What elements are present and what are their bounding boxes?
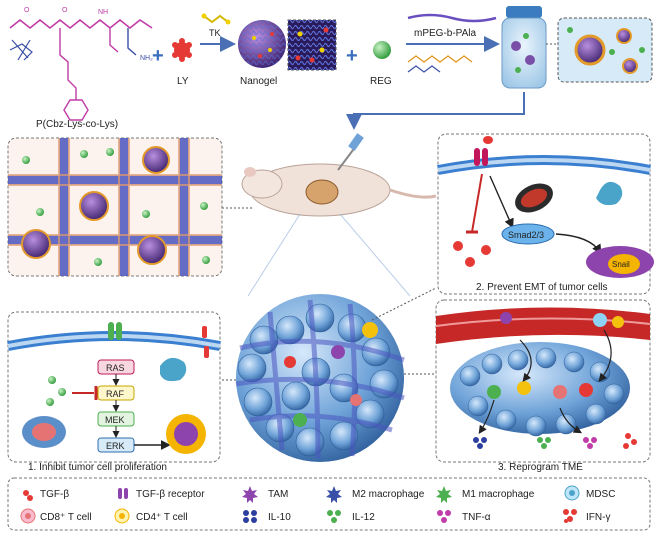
cd4-t-cell-icon — [114, 508, 130, 524]
svg-text:MEK: MEK — [105, 415, 125, 425]
reg-label: REG — [370, 76, 392, 87]
legend-label-il10: IL-10 — [268, 512, 291, 523]
legend-label-tgf-receptor: TGF-β receptor — [136, 489, 205, 500]
proliferation-panel: RAS RAF MEK ERK 1. Inhibit tumor cell pr… — [7, 311, 221, 473]
plus-sign: + — [152, 45, 164, 67]
legend-label-tam: TAM — [268, 489, 288, 500]
cd8-t-cell-icon — [20, 508, 36, 524]
svg-text:NH: NH — [98, 9, 108, 16]
nanogel-zoom-inset — [287, 19, 337, 71]
m1-macrophage-icon — [436, 486, 452, 503]
svg-text:ERK: ERK — [106, 441, 125, 451]
ly-molecule-icon — [172, 38, 192, 62]
legend-label-m1-macrophage: M1 macrophage — [462, 489, 535, 500]
legend-label-tnf-alpha: TNF-α — [462, 512, 491, 523]
legend-label-m2-macrophage: M2 macrophage — [352, 489, 425, 500]
arrow-to-mouse — [346, 92, 525, 130]
ifn-gamma-icon — [563, 509, 577, 523]
copolymer-strands-icon — [407, 13, 497, 73]
tnf-alpha-icon — [437, 510, 451, 523]
svg-text:RAF: RAF — [106, 389, 125, 399]
pathway-ras-node: RAS — [97, 359, 135, 375]
legend-label-cd8: CD8⁺ T cell — [40, 512, 92, 523]
vial-zoom-inset — [557, 17, 653, 83]
legend-label-cd4: CD4⁺ T cell — [136, 512, 188, 523]
legend-label-mdsc: MDSC — [586, 489, 615, 500]
pathway-mek-node: MEK — [97, 411, 135, 427]
pathway-raf-node: RAF — [97, 385, 135, 401]
mdsc-icon — [564, 485, 580, 501]
m2-macrophage-icon — [326, 486, 342, 503]
legend: TGF-β TGF-β receptor TAM M2 macrophage M… — [7, 477, 651, 531]
nanogel-label: Nanogel — [240, 76, 277, 87]
mouse-illustration — [241, 133, 437, 217]
legend-label-il12: IL-12 — [352, 512, 375, 523]
svg-text:O: O — [24, 7, 30, 14]
svg-text:NH₂: NH₂ — [140, 55, 153, 62]
copolymer-label: mPEG-b-PAla — [414, 28, 476, 39]
tme-panel-title: 3. Reprogram TME — [498, 462, 583, 473]
il10-icon — [243, 510, 257, 523]
snail-label: Snail — [612, 260, 630, 269]
legend-label-tgf-beta: TGF-β — [40, 489, 69, 500]
tam-icon — [242, 486, 258, 503]
syringe-icon — [337, 145, 357, 171]
vial-icon — [501, 6, 547, 89]
hydrogel-panel — [7, 137, 223, 277]
polymer-structure: O O NH NH₂ — [9, 7, 153, 121]
tgf-receptor-icon — [118, 488, 128, 499]
tme-panel: 3. Reprogram TME — [435, 299, 651, 473]
tgf-beta-icon — [23, 490, 33, 501]
emt-panel: Smad2/3 Snail 2. Prevent EMT of tumor ce… — [437, 133, 654, 295]
smad-label: Smad2/3 — [508, 230, 544, 240]
legend-label-ifn-gamma: IFN-γ — [586, 512, 610, 523]
reg-molecule-icon — [373, 41, 391, 59]
proliferation-panel-title: 1. Inhibit tumor cell proliferation — [28, 462, 167, 473]
ly-label: LY — [177, 76, 189, 87]
tk-linker-icon — [201, 13, 231, 25]
receptor-icon — [474, 148, 480, 166]
svg-text:RAS: RAS — [106, 363, 125, 373]
nanogel-icon — [238, 20, 286, 68]
pathway-erk-node: ERK — [97, 437, 135, 453]
inhibition-line — [471, 173, 483, 233]
il12-icon — [327, 510, 341, 523]
emt-panel-title: 2. Prevent EMT of tumor cells — [476, 282, 608, 293]
svg-text:O: O — [62, 7, 68, 14]
tumor-illustration — [235, 294, 405, 462]
plus-sign-2: + — [346, 45, 358, 67]
polymer-label: P(Cbz-Lys-co-Lys) — [36, 119, 118, 130]
tk-label: TK — [209, 28, 221, 38]
